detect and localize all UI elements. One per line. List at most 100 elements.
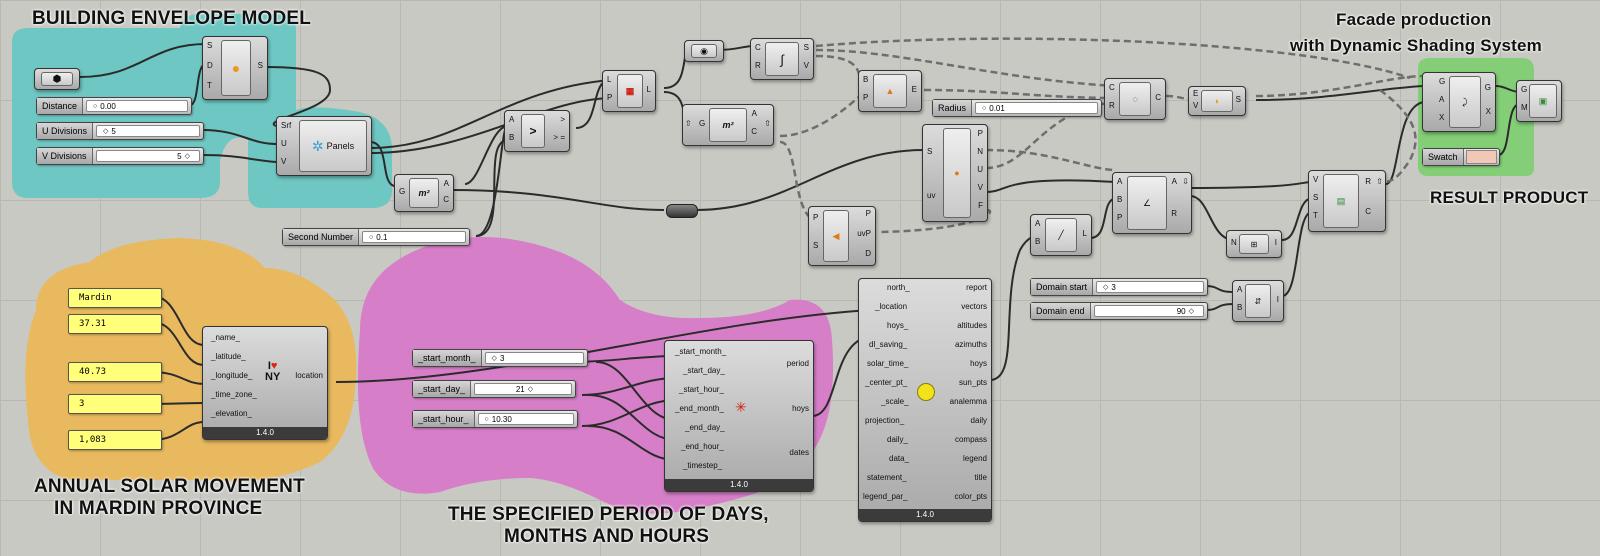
- domain-start-value: 3: [1111, 282, 1116, 292]
- period-title-2: MONTHS AND HOURS: [504, 526, 710, 547]
- domain-start-label: Domain start: [1031, 279, 1094, 295]
- calendar-icon: ✳: [735, 399, 747, 415]
- remap-icon: ▤: [1323, 174, 1359, 228]
- radius-value: 0.01: [989, 103, 1005, 113]
- panel-latitude[interactable]: 37.31: [68, 314, 162, 334]
- swatch-label: Swatch: [1423, 149, 1464, 165]
- sun-icon: [917, 383, 935, 401]
- start-day-label: _start_day_: [413, 381, 472, 397]
- building-title: BUILDING ENVELOPE MODEL: [32, 8, 312, 29]
- u-divisions-label: U Divisions: [37, 123, 94, 139]
- facade-title-2: with Dynamic Shading System: [1290, 36, 1542, 55]
- i-love-ny-icon: I♥NY: [265, 360, 281, 383]
- angle-icon: ∠: [1127, 176, 1167, 230]
- surface-offset-node[interactable]: S D T ● S: [202, 36, 268, 100]
- number-icon: ⊞: [1239, 234, 1269, 254]
- number-node[interactable]: N ⊞ I: [1226, 230, 1282, 258]
- facade-title-1: Facade production: [1336, 10, 1492, 29]
- surface-closest-point-node[interactable]: P S ◀ P uvP D: [808, 206, 876, 266]
- start-month-value: 3: [499, 353, 505, 363]
- sunpath-node[interactable]: north_ _location hoys_ dl_saving_ solar_…: [858, 278, 992, 522]
- second-number-label: Second Number: [283, 229, 360, 245]
- closest-point-icon: ◀: [823, 210, 849, 262]
- geometry-param-node[interactable]: ◉: [684, 40, 724, 62]
- orient-icon: ⤸: [1449, 76, 1481, 128]
- solar-title-1: ANNUAL SOLAR MOVEMENT: [34, 476, 305, 497]
- solar-title-2: IN MARDIN PROVINCE: [54, 498, 263, 519]
- radius-slider[interactable]: Radius ○0.01: [932, 99, 1102, 117]
- relay-node[interactable]: [666, 204, 698, 218]
- output-arrow-icon-2: ⇩: [1182, 177, 1189, 186]
- start-hour-label: _start_hour_: [413, 411, 475, 427]
- panels-icon: ✲: [311, 137, 324, 154]
- larger-than-node[interactable]: A B > > > =: [504, 110, 570, 152]
- preview-icon: ▣: [1529, 84, 1557, 118]
- distance-label: Distance: [37, 98, 84, 114]
- v-divisions-slider[interactable]: V Divisions 5◇: [36, 147, 204, 165]
- vector-icon: ▲: [873, 74, 907, 108]
- cull-node[interactable]: L P ▦ L: [602, 70, 656, 112]
- area-node-2[interactable]: ⇧ G m² A C ⇧: [682, 104, 774, 146]
- preview-node[interactable]: G M ▣: [1516, 80, 1562, 122]
- input-arrow-icon: ⇧: [685, 119, 692, 128]
- angle-node[interactable]: A B P ∠ A ⇩ R: [1112, 172, 1192, 234]
- result-title: RESULT PRODUCT: [1430, 188, 1589, 207]
- extrude-node[interactable]: E V ◗ S: [1188, 86, 1246, 116]
- domain-end-label: Domain end: [1031, 303, 1091, 319]
- vector-node[interactable]: B P ▲ E: [858, 70, 922, 112]
- evaluate-icon: ●: [943, 128, 971, 218]
- brep-param-node[interactable]: ⬢: [34, 68, 80, 90]
- swatch-node[interactable]: Swatch: [1422, 148, 1500, 166]
- offset-icon: ●: [221, 40, 251, 96]
- panel-time-zone[interactable]: 3: [68, 394, 162, 414]
- line-icon: ╱: [1045, 218, 1077, 252]
- location-node[interactable]: _name_ _latitude_ _longitude_ _time_zone…: [202, 326, 328, 440]
- u-divisions-slider[interactable]: U Divisions ◇5: [36, 122, 204, 140]
- output-arrow-icon-3: ⇧: [1376, 177, 1383, 186]
- panel-elevation[interactable]: 1,083: [68, 430, 162, 450]
- distance-value: 0.00: [100, 101, 116, 111]
- domain-icon: ⇵: [1245, 284, 1271, 318]
- period-title-1: THE SPECIFIED PERIOD OF DAYS,: [448, 504, 769, 525]
- domain-start-slider[interactable]: Domain start ◇3: [1030, 278, 1208, 296]
- swatch-color[interactable]: [1465, 150, 1497, 164]
- circle-icon: ◌: [1119, 82, 1151, 116]
- area-icon: m²: [409, 178, 439, 208]
- geometry-icon: ◉: [691, 44, 717, 58]
- start-hour-slider[interactable]: _start_hour_ ○10.30: [412, 410, 578, 428]
- start-day-slider[interactable]: _start_day_ 21◇: [412, 380, 576, 398]
- evaluate-surface-node[interactable]: S uv ● P N U V F: [922, 124, 988, 222]
- area-icon-2: m²: [709, 108, 747, 142]
- cull-icon: ▦: [617, 74, 643, 108]
- area-node-1[interactable]: G m² A C: [394, 174, 454, 212]
- curve-node[interactable]: C R ∫ S V: [750, 38, 814, 80]
- start-day-value: 21: [515, 384, 525, 394]
- domain-node[interactable]: A B ⇵ I: [1232, 280, 1284, 322]
- start-month-slider[interactable]: _start_month_ ◇3: [412, 349, 588, 367]
- remap-node[interactable]: V S T ▤ R ⇧ C: [1308, 170, 1386, 232]
- v-divisions-value: 5: [177, 151, 182, 161]
- extrude-icon: ◗: [1201, 90, 1233, 112]
- domain-end-slider[interactable]: Domain end 90◇: [1030, 302, 1208, 320]
- line-node[interactable]: A B ╱ L: [1030, 214, 1092, 256]
- second-number-slider[interactable]: Second Number ○0.1: [282, 228, 470, 246]
- u-divisions-value: 5: [111, 126, 116, 136]
- output-arrow-icon: ⇧: [764, 119, 771, 128]
- circle-node[interactable]: C R ◌ C: [1104, 78, 1166, 120]
- larger-icon: >: [521, 114, 545, 148]
- second-number-value: 0.1: [376, 232, 388, 242]
- panels-node[interactable]: Srf U V ✲Panels: [276, 116, 372, 176]
- curve-icon: ∫: [765, 42, 799, 76]
- start-hour-value: 10.30: [491, 414, 512, 424]
- v-divisions-label: V Divisions: [37, 148, 93, 164]
- brep-icon: ⬢: [41, 72, 73, 86]
- panel-longitude[interactable]: 40.73: [68, 362, 162, 382]
- domain-end-value: 90: [1176, 306, 1186, 316]
- orient-node[interactable]: G A X ⤸ G X: [1422, 72, 1496, 132]
- analysis-period-node[interactable]: _start_month_ _start_day_ _start_hour_ _…: [664, 340, 814, 492]
- distance-slider[interactable]: Distance ○0.00: [36, 97, 192, 115]
- panel-city[interactable]: Mardin: [68, 288, 162, 308]
- start-month-label: _start_month_: [413, 350, 482, 366]
- radius-label: Radius: [933, 100, 973, 116]
